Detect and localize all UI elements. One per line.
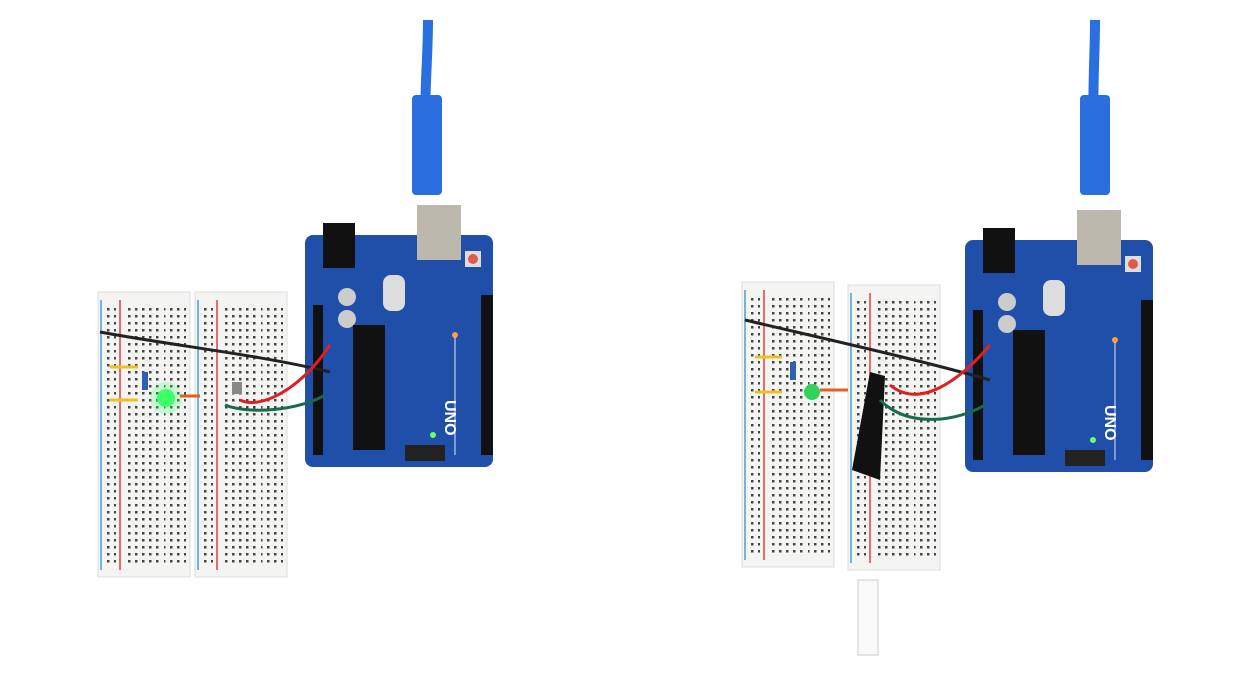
breadboard-left xyxy=(741,281,835,568)
resistor xyxy=(142,372,148,390)
wire-green xyxy=(878,398,986,421)
usb-plug xyxy=(1080,95,1110,195)
arduino-board xyxy=(304,204,494,468)
scene-left: UNO xyxy=(97,19,494,578)
sensor-probe xyxy=(852,372,885,480)
led xyxy=(804,384,820,400)
uno-logo: UNO xyxy=(441,400,458,436)
usb-plug xyxy=(412,95,442,195)
scene-right: UNO xyxy=(741,19,1154,656)
wire-red xyxy=(889,344,992,396)
resistor xyxy=(790,362,796,380)
wire-green xyxy=(224,393,326,412)
led-lit xyxy=(157,389,175,407)
breadboard-right xyxy=(194,291,288,578)
arduino-board xyxy=(964,209,1154,473)
photoresistor xyxy=(232,382,242,394)
wire-red xyxy=(239,344,332,405)
uno-logo: UNO xyxy=(1101,405,1118,441)
wire-black xyxy=(99,330,331,374)
